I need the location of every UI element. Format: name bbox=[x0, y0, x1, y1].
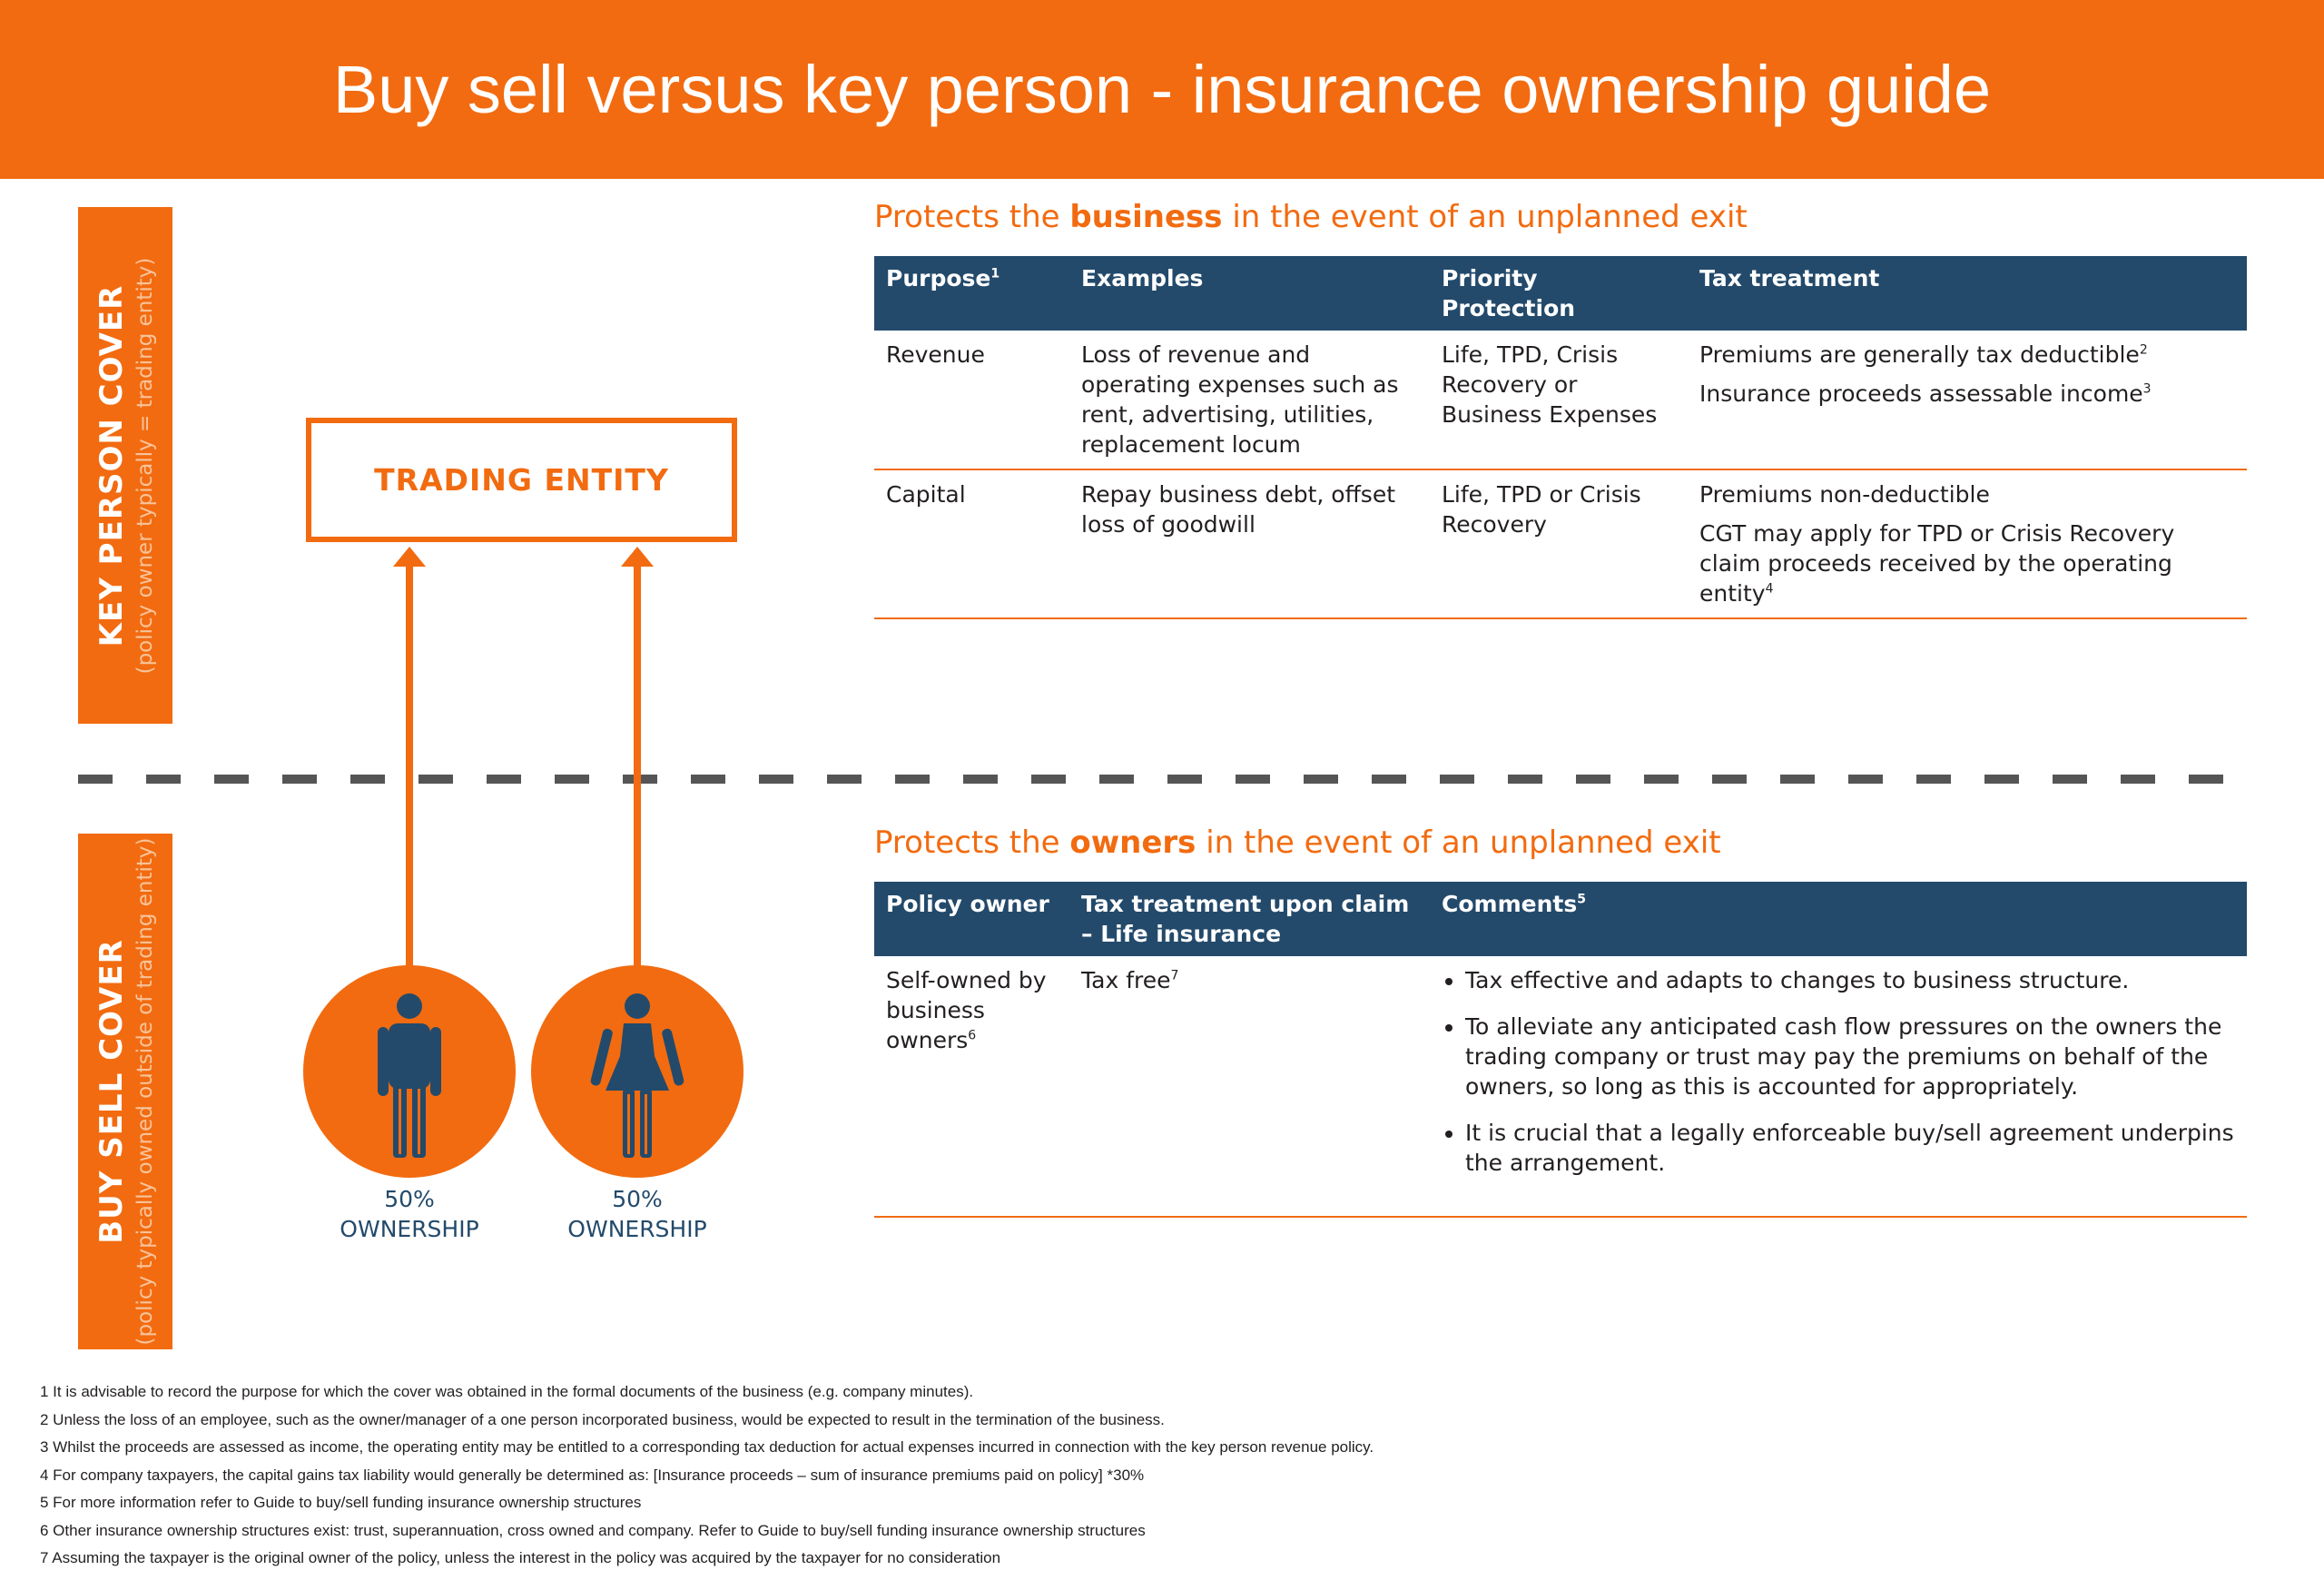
arrow-up-icon bbox=[621, 547, 654, 567]
ownership-label-right: 50% OWNERSHIP bbox=[531, 1184, 743, 1244]
footnote: 4 For company taxpayers, the capital gai… bbox=[40, 1466, 1145, 1484]
business-table: Purpose1 Examples Priority Protection Ta… bbox=[874, 256, 2247, 619]
table-header-row: Purpose1 Examples Priority Protection Ta… bbox=[874, 256, 2247, 331]
cell-examples: Repay business debt, offset loss of good… bbox=[1069, 469, 1430, 619]
footnote: 2 Unless the loss of an employee, such a… bbox=[40, 1410, 1165, 1428]
ownership-arrow-left bbox=[406, 565, 413, 968]
header-policy-owner: Policy owner bbox=[874, 882, 1069, 956]
buy-sell-cover-title: BUY SELL COVER bbox=[94, 939, 130, 1244]
footnote: 7 Assuming the taxpayer is the original … bbox=[40, 1549, 1001, 1566]
footnote: 3 Whilst the proceeds are assessed as in… bbox=[40, 1438, 1374, 1456]
cell-policy-owner: Self-owned by business owners6 bbox=[874, 956, 1069, 1218]
key-person-cover-title: KEY PERSON COVER bbox=[94, 284, 130, 647]
ownership-text: OWNERSHIP bbox=[567, 1216, 707, 1242]
cell-tax-claim: Tax free7 bbox=[1069, 956, 1430, 1218]
ownership-percent: 50% bbox=[612, 1186, 663, 1212]
trading-entity-label: TRADING ENTITY bbox=[374, 462, 669, 498]
key-person-cover-sidebar: KEY PERSON COVER (policy owner typically… bbox=[78, 207, 172, 724]
cell-purpose: Revenue bbox=[874, 331, 1069, 470]
footnotes: 1 It is advisable to record the purpose … bbox=[40, 1378, 2291, 1573]
ownership-text: OWNERSHIP bbox=[340, 1216, 479, 1242]
owner-circle-left bbox=[303, 965, 516, 1178]
key-person-cover-subtitle: (policy owner typically = trading entity… bbox=[133, 257, 157, 674]
cell-priority: Life, TPD or Crisis Recovery bbox=[1430, 469, 1688, 619]
ownership-label-left: 50% OWNERSHIP bbox=[303, 1184, 516, 1244]
ownership-percent: 50% bbox=[384, 1186, 435, 1212]
buy-sell-cover-subtitle: (policy typically owned outside of tradi… bbox=[133, 837, 157, 1346]
table-row: Capital Repay business debt, offset loss… bbox=[874, 469, 2247, 619]
footnote: 6 Other insurance ownership structures e… bbox=[40, 1521, 1146, 1539]
cell-examples: Loss of revenue and operating expenses s… bbox=[1069, 331, 1430, 470]
trading-entity-box: TRADING ENTITY bbox=[306, 418, 737, 542]
cell-purpose: Capital bbox=[874, 469, 1069, 619]
female-person-icon bbox=[590, 993, 684, 1158]
header-tax-treatment: Tax treatment bbox=[1688, 256, 2247, 331]
business-section-title: Protects the business in the event of an… bbox=[874, 199, 1748, 235]
cell-tax: Premiums are generally tax deductible2 I… bbox=[1688, 331, 2247, 470]
arrow-up-icon bbox=[393, 547, 426, 567]
buy-sell-cover-sidebar: BUY SELL COVER (policy typically owned o… bbox=[78, 834, 172, 1349]
table-row: Revenue Loss of revenue and operating ex… bbox=[874, 331, 2247, 470]
footnote: 5 For more information refer to Guide to… bbox=[40, 1494, 642, 1511]
page-title: Buy sell versus key person - insurance o… bbox=[332, 52, 1992, 127]
male-person-icon bbox=[378, 993, 441, 1158]
comments-list: Tax effective and adapts to changes to b… bbox=[1442, 965, 2235, 1178]
header-tax-claim: Tax treatment upon claim – Life insuranc… bbox=[1069, 882, 1430, 956]
cell-priority: Life, TPD, Crisis Recovery or Business E… bbox=[1430, 331, 1688, 470]
page-header: Buy sell versus key person - insurance o… bbox=[0, 0, 2324, 179]
ownership-arrow-right bbox=[634, 565, 641, 968]
header-purpose: Purpose1 bbox=[874, 256, 1069, 331]
section-divider bbox=[78, 775, 2248, 784]
cell-comments: Tax effective and adapts to changes to b… bbox=[1430, 956, 2247, 1218]
cell-tax: Premiums non-deductible CGT may apply fo… bbox=[1688, 469, 2247, 619]
list-item: It is crucial that a legally enforceable… bbox=[1465, 1118, 2235, 1178]
header-priority-protection: Priority Protection bbox=[1430, 256, 1688, 331]
owners-table: Policy owner Tax treatment upon claim – … bbox=[874, 882, 2247, 1218]
header-examples: Examples bbox=[1069, 256, 1430, 331]
owners-section-title: Protects the owners in the event of an u… bbox=[874, 825, 1721, 861]
list-item: Tax effective and adapts to changes to b… bbox=[1465, 965, 2235, 995]
header-comments: Comments5 bbox=[1430, 882, 2247, 956]
table-header-row: Policy owner Tax treatment upon claim – … bbox=[874, 882, 2247, 956]
table-row: Self-owned by business owners6 Tax free7… bbox=[874, 956, 2247, 1218]
list-item: To alleviate any anticipated cash flow p… bbox=[1465, 1012, 2235, 1101]
owner-circle-right bbox=[531, 965, 743, 1178]
footnote: 1 It is advisable to record the purpose … bbox=[40, 1383, 974, 1400]
